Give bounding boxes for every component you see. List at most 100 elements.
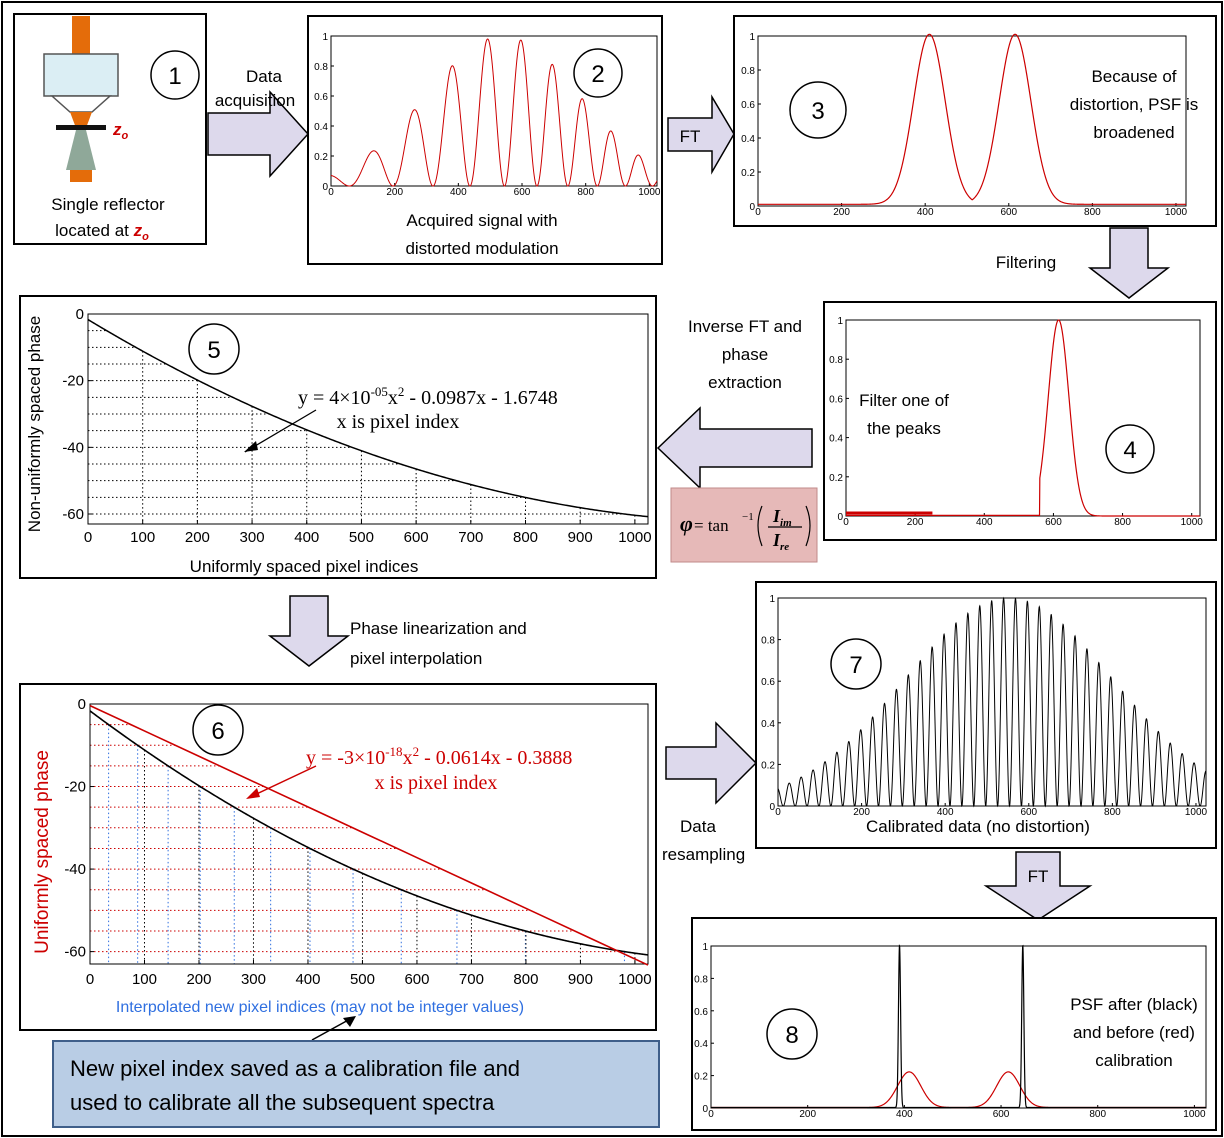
chart-3-xtick: 400 — [917, 207, 934, 218]
chart-7-xtick: 800 — [1104, 807, 1121, 818]
chart-5-xtick: 500 — [349, 529, 374, 546]
arrow-data-resampling: Data resampling — [662, 721, 758, 864]
svg-text:Iim: Iim — [772, 506, 792, 529]
chart-2-xtick: 800 — [577, 187, 594, 198]
arrow-ft-2: FT — [983, 851, 1093, 921]
chart-5-phase-curve — [87, 318, 649, 518]
chart-6-xtick: 700 — [459, 971, 484, 988]
chart-5-xtick: 300 — [240, 529, 265, 546]
chart-4-ytick: 0.4 — [829, 434, 843, 445]
chart-3-xtick: 600 — [1000, 207, 1017, 218]
chart-2-xtick: 0 — [328, 187, 334, 198]
chart-6-ytick: 0 — [78, 696, 86, 713]
chart-7-xtick: 400 — [937, 807, 954, 818]
chart-5-plot-area — [87, 313, 649, 525]
svg-text:Data: Data — [680, 817, 716, 836]
step-5-number: 5 — [207, 337, 220, 364]
chart-3-ytick: 0.8 — [741, 66, 755, 77]
chart-6-xtick: 100 — [132, 971, 157, 988]
panel-6-equation: y = -3×10-18x2 - 0.0614x - 0.3888 — [306, 744, 572, 769]
chart-8-xtick: 1000 — [1183, 1109, 1206, 1120]
chart-2-ytick: 1 — [322, 32, 328, 43]
chart-8-ytick: 1 — [702, 942, 708, 953]
chart-6-xtick: 300 — [241, 971, 266, 988]
chart-3-ytick: 0.4 — [741, 134, 755, 145]
chart-4-ytick: 0.6 — [829, 394, 843, 405]
chart-3-ytick: 0.6 — [741, 100, 755, 111]
chart-2-xtick: 400 — [450, 187, 467, 198]
chart-5-ytick: -20 — [62, 373, 84, 390]
svg-text:zo: zo — [112, 120, 129, 142]
chart-6-ytick: -20 — [64, 779, 86, 796]
svg-text:pixel interpolation: pixel interpolation — [350, 649, 482, 668]
svg-text:FT: FT — [680, 127, 701, 146]
chart-7-xtick: 200 — [853, 807, 870, 818]
step-1-badge — [150, 50, 200, 100]
step-4-number: 4 — [1123, 437, 1136, 464]
step-8-badge — [766, 1008, 818, 1060]
panel-6-xlabel: Interpolated new pixel indices (may not … — [116, 999, 524, 1016]
chart-4-xtick: 0 — [843, 517, 849, 528]
chart-6-xtick: 900 — [568, 971, 593, 988]
chart-8-xtick: 0 — [708, 1109, 714, 1120]
chart-7-ytick: 0.4 — [761, 719, 775, 730]
phase-formula: φ = tan −1 Iim Ire — [670, 487, 818, 563]
chart-4-xtick: 600 — [1045, 517, 1062, 528]
step-7-number: 7 — [849, 652, 862, 679]
calibration-note-line2: used to calibrate all the subsequent spe… — [70, 1090, 495, 1115]
panel-7-caption: Calibrated data (no distortion) — [866, 817, 1090, 836]
chart-8-xtick: 400 — [896, 1109, 913, 1120]
chart-5-xtick: 400 — [294, 529, 319, 546]
chart-2-ytick: 0.2 — [314, 152, 328, 163]
panel-3-text-line3: broadened — [1093, 123, 1174, 142]
svg-text:= tan: = tan — [694, 516, 729, 535]
svg-text:Ire: Ire — [772, 530, 789, 553]
chart-4-ytick: 0.8 — [829, 355, 843, 366]
step-7-badge — [830, 638, 882, 690]
panel-6-equation-note: x is pixel index — [375, 772, 498, 794]
svg-text:FT: FT — [1028, 867, 1049, 886]
chart-2-xtick: 200 — [386, 187, 403, 198]
chart-6-ytick: -40 — [64, 861, 86, 878]
panel-5-equation-note: x is pixel index — [337, 411, 460, 433]
chart-8-xtick: 800 — [1089, 1109, 1106, 1120]
svg-text:acquisition: acquisition — [215, 91, 295, 110]
chart-5-xtick: 700 — [458, 529, 483, 546]
chart-5-ytick: -60 — [62, 506, 84, 523]
chart-7-ytick: 0.6 — [761, 677, 775, 688]
chart-5-ytick: -40 — [62, 439, 84, 456]
panel-1: zo 1 Single reflector located at zo — [13, 13, 207, 245]
chart-4-ytick: 1 — [837, 316, 843, 327]
chart-3-xtick: 1000 — [1165, 207, 1188, 218]
chart-4-peak-line — [846, 319, 1200, 517]
chart-4-xtick: 800 — [1114, 517, 1131, 528]
chart-8-after-line — [711, 944, 1206, 1109]
arrow-inverse-ft: Inverse FT and phase extraction — [656, 317, 813, 490]
step-8-number: 8 — [785, 1022, 798, 1049]
panel-6-ylabel: Uniformly spaced phase — [32, 750, 53, 954]
chart-2-ytick: 0.8 — [314, 62, 328, 73]
chart-2-ytick: 0 — [322, 182, 328, 193]
note-pointer-arrow — [311, 1016, 356, 1041]
chart-6-xtick: 500 — [350, 971, 375, 988]
objective-lens-icon — [43, 53, 119, 97]
chart-6-xtick: 0 — [86, 971, 94, 988]
chart-2-xtick: 600 — [514, 187, 531, 198]
panel-4-text-line2: the peaks — [867, 419, 941, 438]
panel-8-text-line1: PSF after (black) — [1070, 995, 1198, 1014]
chart-6-xtick: 1000 — [618, 971, 651, 988]
chart-2-xtick: 1000 — [638, 187, 661, 198]
step-6-badge — [192, 704, 244, 756]
chart-2-ytick: 0.4 — [314, 122, 328, 133]
chart-3-xtick: 0 — [755, 207, 761, 218]
arrow-ft-1: FT — [667, 94, 735, 175]
